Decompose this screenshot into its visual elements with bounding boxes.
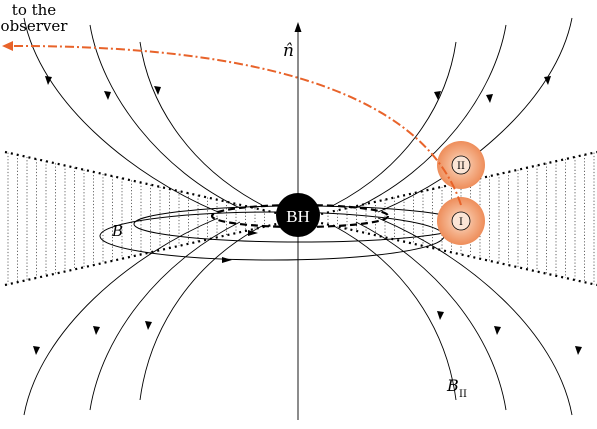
arrow-icon [45,76,52,85]
arrow-icon [145,321,152,330]
arrow-up-icon [294,22,302,32]
emission-blob-lower: I [437,197,485,245]
field-line-ur-2 [355,24,507,209]
cone-boundary-lower-left-to-upper-right [4,150,597,287]
arrow-icon [104,91,111,100]
arrow-icon [33,346,40,355]
arrow-icon [575,346,582,355]
blob-upper-label: II [457,161,465,172]
observer-label-line2: observer [1,17,69,35]
svg-text:II: II [459,389,467,400]
field-line-ur-3 [333,41,457,206]
field-line-ul-1 [23,17,219,213]
field-line-ul-2 [89,24,241,209]
arrow-icon [434,91,441,100]
field-line-ll-1 [23,217,219,416]
field-line-arrows [33,76,582,355]
observer-label-line1: to the [12,1,57,19]
outer-orbit-ring [99,211,445,261]
emission-blob-upper: II [437,141,485,189]
field-line-ul-3 [139,41,263,206]
arrow-icon [494,326,501,335]
arrow-right-icon [222,257,232,263]
field-line-ur-1 [377,17,573,213]
arrow-icon [93,326,100,335]
field-b-label: B [111,222,123,240]
arrow-icon [437,311,444,320]
field-line-lr-2 [355,221,507,411]
axis-n-hat-label: n̂ [283,41,294,61]
arrow-right-icon [248,230,258,236]
arrow-icon [544,76,551,85]
arrow-icon [154,86,161,95]
cone-boundaries [4,150,597,287]
arrow-icon [486,94,493,103]
field-b2-label: B II [446,376,467,400]
field-line-ll-3 [139,225,263,401]
arrow-left-icon [2,41,13,51]
observer-light-path [2,41,462,206]
field-line-lr-1 [377,217,573,416]
cone-boundary-upper-left-to-lower-right [4,150,597,287]
black-hole-label: BH [286,207,310,226]
blob-lower-label: I [459,217,463,228]
hatched-cone-region [7,152,595,285]
black-hole: BH [276,193,320,237]
svg-text:B: B [446,376,459,395]
